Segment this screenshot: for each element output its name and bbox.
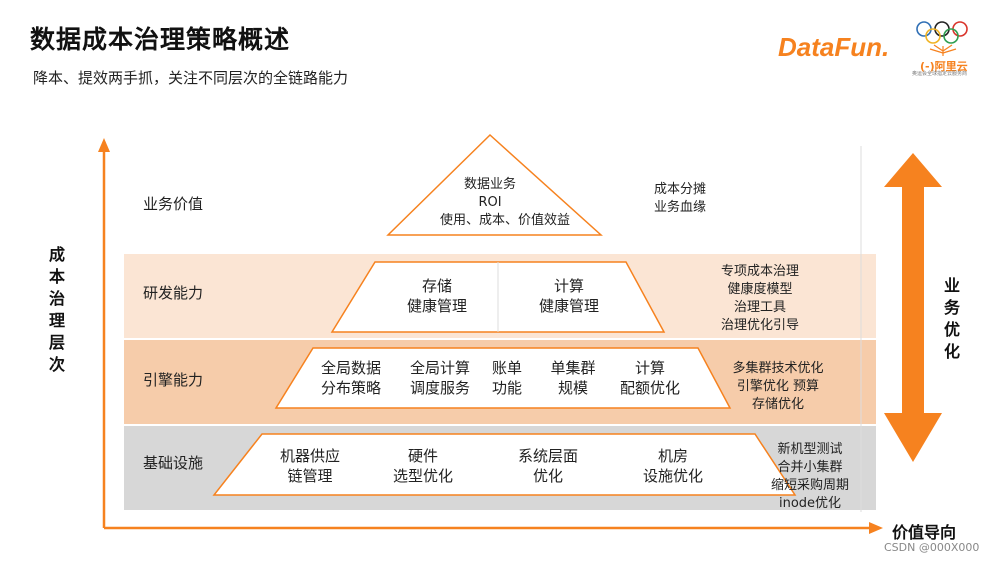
x-axis-arrow-icon	[869, 522, 883, 534]
cell-business-value: 数据业务 ROI 使用、成本、价值效益	[440, 176, 571, 230]
aliyun-logo-caption: 奥运会全球指定云服务商	[912, 71, 968, 77]
cell-line: 选型优化	[392, 467, 453, 485]
cell-line: 分布策略	[320, 379, 381, 397]
datafun-logo: DataFun.	[778, 32, 890, 62]
row-label-business-value: 业务价值	[143, 195, 204, 213]
side-line: 引擎优化 预算	[736, 379, 820, 394]
cell-line: 链管理	[287, 467, 333, 485]
cell-storage-health: 存储 健康管理	[392, 276, 482, 316]
page-title: 数据成本治理策略概述	[30, 25, 291, 54]
side-line: 多集群技术优化	[732, 361, 824, 376]
cell-line: 计算	[553, 277, 584, 295]
side-line: inode优化	[778, 496, 842, 511]
row-label-infra: 基础设施	[143, 454, 204, 472]
side-line: 存储优化	[751, 397, 804, 412]
cell-line: 使用、成本、价值效益	[440, 213, 571, 228]
cell-system-level: 系统层面 优化	[503, 446, 593, 486]
business-value-triangle	[386, 133, 603, 236]
infra-trapezoid	[212, 433, 797, 496]
side-line: 专项成本治理	[720, 264, 799, 279]
side-line: 健康度模型	[727, 282, 793, 297]
x-axis-label: 价值导向	[892, 523, 957, 542]
cell-line: ROI	[478, 195, 502, 210]
olympic-rings-icon	[912, 18, 974, 74]
aliyun-logo: (-)阿里云	[920, 60, 968, 73]
cell-line: 账单	[491, 359, 522, 377]
cell-line: 功能	[491, 379, 522, 397]
cell-line: 设施优化	[642, 467, 703, 485]
cell-line: 计算	[634, 359, 665, 377]
cell-line: 配额优化	[619, 379, 680, 397]
y-axis-arrow-icon	[98, 138, 110, 152]
side-line: 治理工具	[733, 300, 786, 315]
cell-line: 系统层面	[517, 447, 578, 465]
side-line: 治理优化引导	[720, 318, 799, 333]
side-note-business-value: 成本分摊 业务血缘	[630, 181, 730, 217]
cell-billing-function: 账单 功能	[482, 358, 532, 398]
cell-line: 全局数据	[320, 359, 381, 377]
cell-line: 健康管理	[538, 297, 599, 315]
side-line: 新机型测试	[777, 442, 843, 457]
side-line: 合并小集群	[777, 460, 843, 475]
cell-global-data-distribution: 全局数据 分布策略	[311, 358, 391, 398]
cell-line: 机器供应	[279, 447, 340, 465]
cell-line: 硬件	[407, 447, 438, 465]
row-label-engine: 引擎能力	[143, 371, 204, 389]
right-axis-label: 业务优化	[943, 276, 960, 361]
cell-line: 健康管理	[406, 297, 467, 315]
side-note-rnd: 专项成本治理 健康度模型 治理工具 治理优化引导	[700, 263, 820, 335]
cell-line: 存储	[421, 277, 452, 295]
cell-machine-supply-chain: 机器供应 链管理	[265, 446, 355, 486]
cell-line: 调度服务	[409, 379, 470, 397]
business-optimization-double-arrow-icon	[884, 153, 942, 462]
y-axis-label: 成本治理层次	[48, 245, 65, 374]
cell-single-cluster-scale: 单集群 规模	[538, 358, 608, 398]
side-line: 成本分摊	[653, 182, 706, 197]
cell-compute-health: 计算 健康管理	[524, 276, 614, 316]
side-line: 业务血缘	[653, 200, 706, 215]
side-line: 缩短采购周期	[770, 478, 849, 493]
cell-line: 数据业务	[463, 177, 516, 192]
cell-line: 规模	[557, 379, 588, 397]
cell-global-compute-scheduling: 全局计算 调度服务	[400, 358, 480, 398]
watermark: CSDN @000X000	[884, 541, 980, 554]
cell-line: 机房	[657, 447, 688, 465]
cell-line: 全局计算	[409, 359, 470, 377]
cell-compute-quota: 计算 配额优化	[610, 358, 690, 398]
cell-datacenter-facility: 机房 设施优化	[628, 446, 718, 486]
side-note-infra: 新机型测试 合并小集群 缩短采购周期 inode优化	[755, 441, 865, 513]
engine-trapezoid	[274, 347, 732, 409]
side-note-engine: 多集群技术优化 引擎优化 预算 存储优化	[718, 360, 838, 414]
cell-hardware-selection: 硬件 选型优化	[378, 446, 468, 486]
cell-line: 优化	[532, 467, 563, 485]
page-subtitle: 降本、提效两手抓，关注不同层次的全链路能力	[33, 69, 349, 87]
row-label-rnd: 研发能力	[143, 284, 204, 302]
cell-line: 单集群	[550, 359, 596, 377]
